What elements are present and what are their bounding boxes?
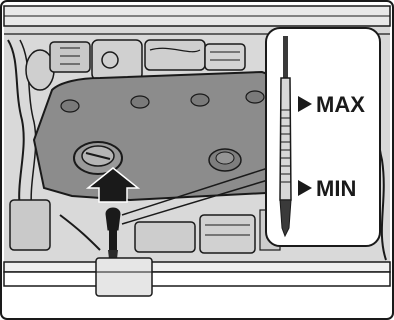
dipstick-callout: MAX MIN: [266, 28, 380, 246]
engine-cover: [34, 72, 298, 200]
hood-latch: [96, 258, 152, 296]
min-label: MIN: [316, 176, 356, 201]
max-label: MAX: [316, 92, 365, 117]
